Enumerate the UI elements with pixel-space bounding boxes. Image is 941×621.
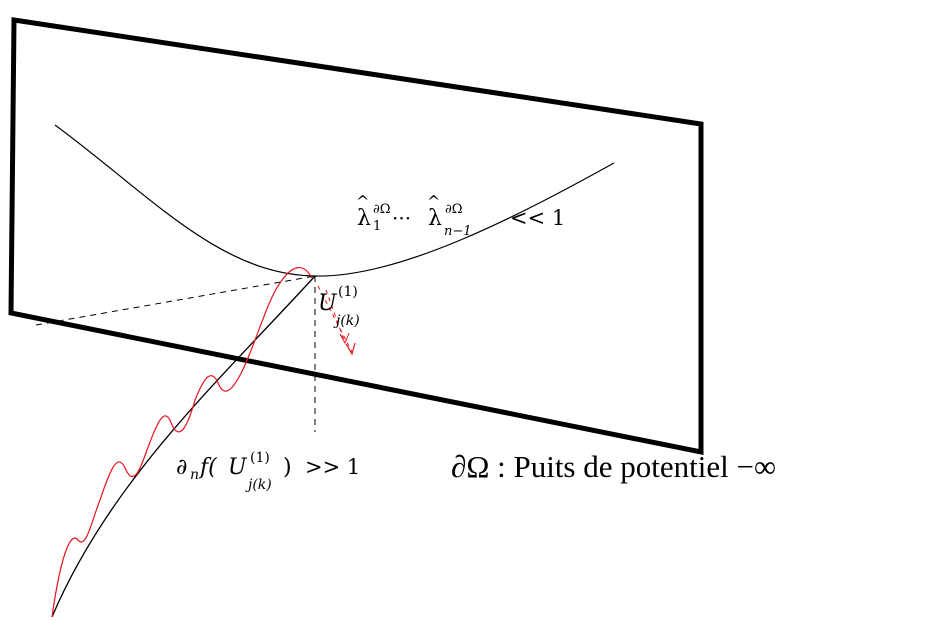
gradient-label: ∂ n f( U (1) j(k) ) >> 1 <box>176 450 360 493</box>
point-sub: j(k) <box>333 313 360 329</box>
gradient-close: ) <box>283 455 292 480</box>
arrowhead-icon-2 <box>339 332 350 345</box>
point-label: U (1) j(k) <box>318 284 360 329</box>
eigen-lambda-1: λ <box>357 206 371 231</box>
potential-curve <box>54 124 615 277</box>
eigen-lambda-2: λ <box>428 206 442 231</box>
eigen-sup-2: ∂Ω <box>445 202 463 217</box>
gradient-func: f( <box>198 455 217 480</box>
gradient-base: U <box>228 455 248 480</box>
eigen-hat-2: ^ <box>427 192 440 211</box>
oscillating-trajectory <box>51 267 313 618</box>
direction-arrow-dashed-2 <box>325 289 346 344</box>
eigen-sup-1: ∂Ω <box>373 202 391 217</box>
eigen-sub-first: 1 <box>373 219 381 234</box>
gradient-sub: j(k) <box>245 477 272 493</box>
eigenvalue-label: λ ^ ∂Ω 1 ··· λ ^ ∂Ω n−1 << 1 <box>356 192 565 239</box>
arrowhead-icon <box>345 342 356 356</box>
eigen-dots: ··· <box>392 206 411 230</box>
boundary-plane <box>8 17 704 456</box>
gradient-prefix: ∂ <box>176 455 187 480</box>
trajectory-curve <box>51 275 316 618</box>
gradient-relation: >> 1 <box>305 455 360 479</box>
boundary-caption: ∂Ω : Puits de potentiel −∞ <box>451 449 776 484</box>
point-sup: (1) <box>338 284 358 300</box>
eigen-sub-last: n−1 <box>444 224 472 239</box>
gradient-sup: (1) <box>250 450 270 466</box>
eigen-hat-1: ^ <box>356 192 369 211</box>
eigen-relation: << 1 <box>510 206 565 230</box>
point-base: U <box>318 291 338 316</box>
projection-line-dashed <box>35 275 316 326</box>
gradient-prefix-sub: n <box>190 467 199 483</box>
